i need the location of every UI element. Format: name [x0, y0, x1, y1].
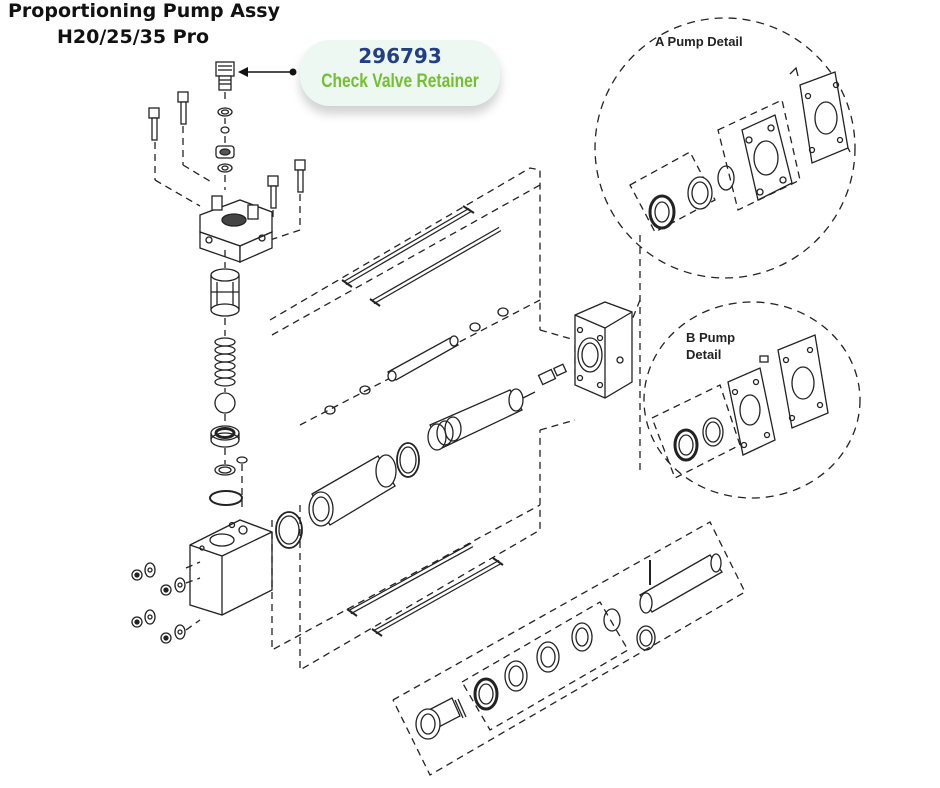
check-valve-spring	[214, 337, 236, 387]
callout-part-number: 296793	[358, 44, 442, 68]
leader-lines-bolts	[185, 561, 201, 631]
check-valve-retainer-part	[215, 61, 235, 91]
a-pump-detail-circle	[594, 17, 856, 279]
piston-assembly	[427, 388, 536, 451]
seat-gasket-orings	[209, 456, 248, 506]
cap-screws-top	[148, 91, 306, 209]
valve-housing-block	[199, 195, 273, 263]
title-line-2: H20/25/35 Pro	[57, 26, 210, 48]
callout-arrow	[238, 67, 297, 77]
a-pump-detail-parts	[648, 66, 851, 230]
lower-pump-rod	[639, 553, 723, 614]
b-pump-detail-parts	[673, 334, 829, 462]
title-line-1: Proportioning Pump Assy	[8, 0, 280, 22]
a-pump-leader	[631, 235, 641, 470]
leader-lines-top	[154, 92, 301, 241]
ball-seat	[210, 425, 240, 448]
leader-lines-stack	[224, 250, 243, 510]
b-pump-detail-frames	[651, 384, 741, 479]
check-valve-retainer-callout: 296793 Check Valve Retainer	[300, 40, 500, 106]
b-pump-detail-label-line-1: B Pump	[686, 330, 736, 345]
b-pump-detail-circle	[643, 301, 861, 499]
tie-rod-upper-2	[369, 226, 502, 307]
lower-seals-and-glands	[473, 608, 656, 711]
tie-rod-upper-1	[341, 205, 475, 288]
check-valve-ball	[214, 392, 236, 414]
lower-manifold-block	[189, 519, 273, 616]
tie-rod-lower-1	[346, 542, 474, 617]
a-pump-detail-frames	[629, 99, 801, 233]
pump-rod	[324, 307, 509, 415]
b-pump-detail-label-line-2: Detail	[686, 347, 722, 362]
a-pump-detail-label: A Pump Detail	[655, 34, 743, 49]
fitting-nipple	[537, 363, 568, 386]
leader-lines-middle	[269, 167, 576, 672]
pump-head-block	[574, 301, 633, 399]
small-seals-stack	[215, 107, 235, 173]
lower-assembly-frame	[392, 521, 746, 776]
tie-rod-lower-2	[371, 557, 504, 637]
pump-cylinder	[308, 454, 397, 527]
cylinder-orings	[275, 442, 420, 549]
bolts-and-washers	[131, 562, 186, 644]
packing-nut	[415, 697, 467, 740]
callout-part-name: Check Valve Retainer	[321, 71, 479, 92]
check-valve-cage	[210, 268, 240, 317]
